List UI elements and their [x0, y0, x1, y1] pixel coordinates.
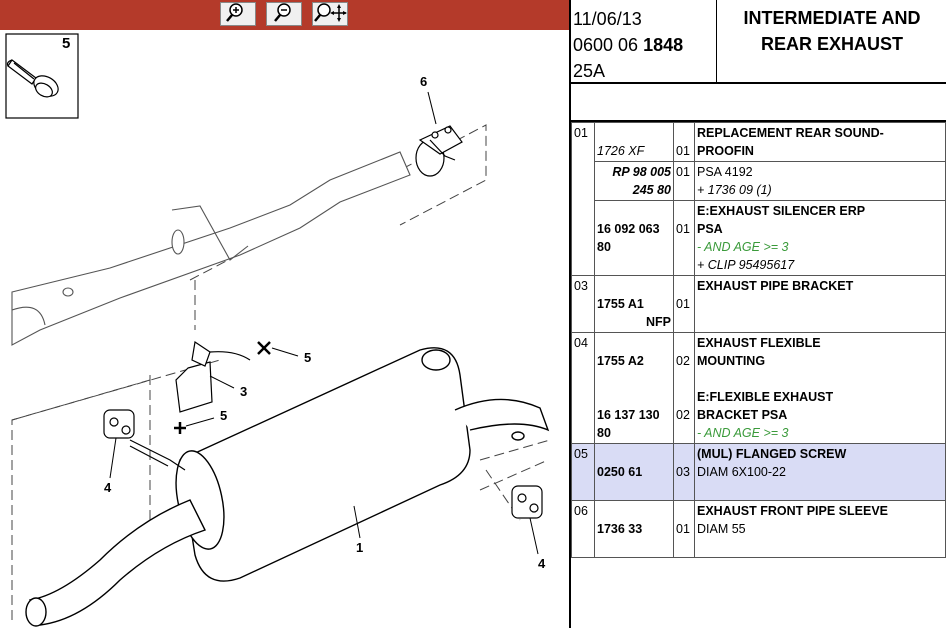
row-index: 01	[571, 122, 595, 276]
callout-labels: 6 5 3 5 4 1 4	[104, 74, 546, 571]
part-qty: 03	[673, 443, 695, 501]
inset-label: 5	[62, 35, 70, 52]
pan-button[interactable]	[312, 2, 348, 26]
tail-pipe	[25, 499, 206, 627]
header-date: 11/06/13	[573, 9, 642, 29]
part-qty: 01	[673, 500, 695, 558]
parts-header: 11/06/13 0600 06 1848 25A INTERMEDIATE A…	[571, 0, 946, 84]
header-info: 11/06/13 0600 06 1848 25A	[571, 0, 717, 82]
part-desc: PSA 4192+ 1736 09 (1)	[694, 161, 946, 201]
part-desc: REPLACEMENT REAR SOUND-PROOFIN	[694, 122, 946, 162]
parts-panel: 11/06/13 0600 06 1848 25A INTERMEDIATE A…	[571, 0, 946, 628]
row-index: 05	[571, 443, 595, 501]
part-qty: 01	[673, 275, 695, 333]
bracket-part	[175, 340, 251, 413]
parts-table: 01 1726 XF 01 REPLACEMENT REAR SOUND-PRO…	[571, 122, 946, 558]
inlet-hanger	[129, 439, 186, 471]
callout-5b: 5	[220, 408, 227, 423]
zoom-out-button[interactable]	[266, 2, 302, 26]
screw-markers	[174, 341, 271, 434]
callout-6: 6	[420, 74, 427, 89]
callout-4b: 4	[538, 556, 546, 571]
part-qty: 01	[673, 161, 695, 201]
zoom-in-icon	[225, 2, 251, 27]
panel-divider	[569, 0, 571, 628]
callout-3: 3	[240, 384, 247, 399]
intermediate-pipe	[11, 151, 411, 346]
part-ref: 1736 33	[594, 500, 674, 558]
zoom-out-icon	[271, 2, 297, 27]
exhaust-diagram: 5	[5, 33, 551, 627]
flex-mount-left	[103, 409, 135, 439]
part-desc: EXHAUST PIPE BRACKET	[694, 275, 946, 333]
diagram-toolbar	[0, 0, 569, 30]
clamp-part	[415, 125, 463, 177]
part-qty: 01	[673, 200, 695, 276]
part-ref: 0250 61	[594, 443, 674, 501]
muffler	[175, 347, 550, 582]
part-qty: 01	[673, 122, 695, 162]
part-ref: 1726 XF	[594, 122, 674, 162]
table-row[interactable]: 01 1726 XF 01 REPLACEMENT REAR SOUND-PRO…	[571, 122, 946, 276]
row-index: 03	[571, 275, 595, 333]
row-index: 06	[571, 500, 595, 558]
header-title: INTERMEDIATE AND REAR EXHAUST	[743, 8, 921, 54]
zoom-pan-icon	[313, 2, 347, 27]
flex-mount-right	[511, 485, 543, 519]
callout-5a: 5	[304, 350, 311, 365]
callout-4a: 4	[104, 480, 112, 495]
leader-lines	[109, 91, 539, 555]
header-code: 0600 06 1848	[573, 35, 684, 55]
zoom-in-button[interactable]	[220, 2, 256, 26]
header-code-sub: 25A	[573, 61, 606, 81]
inset-screw	[6, 59, 59, 98]
callout-1: 1	[356, 540, 363, 555]
header-blank-bar	[571, 84, 946, 122]
row-index: 04	[571, 332, 595, 444]
diagram-panel: 5	[0, 0, 569, 628]
